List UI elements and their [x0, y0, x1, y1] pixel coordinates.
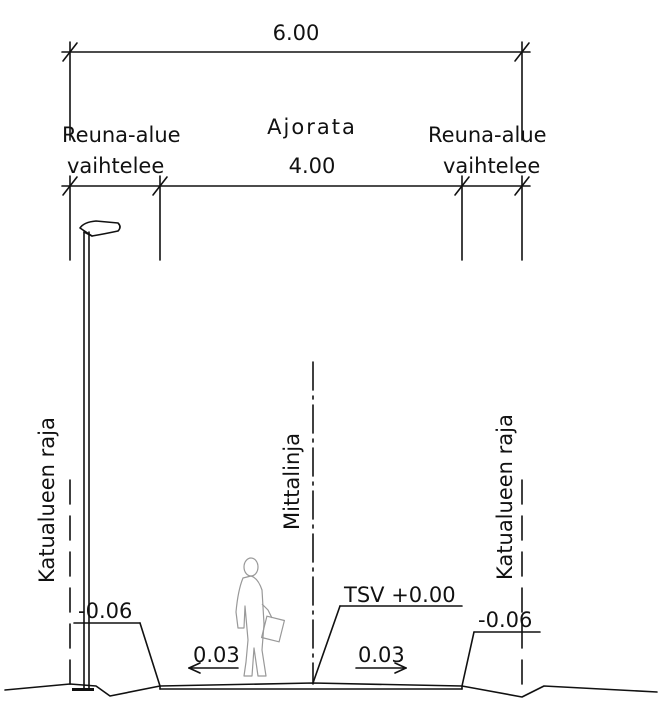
total-width-dimension: 6.00 — [61, 21, 531, 141]
slope-right-value: 0.03 — [358, 643, 405, 667]
elevation-right: -0.06 — [473, 608, 541, 633]
street-boundary-right-label: Katualueen raja — [493, 414, 517, 580]
street-boundary-left-label: Katualueen raja — [35, 417, 59, 583]
elevation-left-value: -0.06 — [78, 599, 132, 623]
elevation-right-value: -0.06 — [478, 608, 532, 632]
tsv-label: TSV +0.00 — [343, 583, 456, 607]
edge-area-left-line1: Reuna-alue — [62, 123, 181, 147]
carriageway-dimension: Reuna-alue vaihtelee Ajorata 4.00 Reuna-… — [61, 115, 547, 261]
elevation-left: -0.06 — [73, 599, 141, 624]
edge-area-left-line2: vaihtelee — [67, 154, 164, 178]
edge-area-right-line2: vaihtelee — [443, 154, 540, 178]
street-boundary-left: Katualueen raja — [35, 417, 71, 691]
centerline: Mittalinja — [280, 361, 314, 685]
slope-right: 0.03 — [355, 643, 407, 674]
carriageway-width-value: 4.00 — [289, 154, 336, 178]
carriageway-label: Ajorata — [267, 115, 357, 139]
street-light-icon — [72, 220, 121, 691]
centerline-label: Mittalinja — [280, 433, 304, 530]
pedestrian-icon — [235, 557, 285, 677]
edge-area-right-line1: Reuna-alue — [428, 123, 547, 147]
slope-left: 0.03 — [188, 643, 240, 674]
tsv-leader: TSV +0.00 — [312, 583, 463, 684]
road-profile — [4, 622, 658, 698]
street-boundary-right: Katualueen raja — [493, 414, 523, 691]
total-width-value: 6.00 — [273, 21, 320, 45]
